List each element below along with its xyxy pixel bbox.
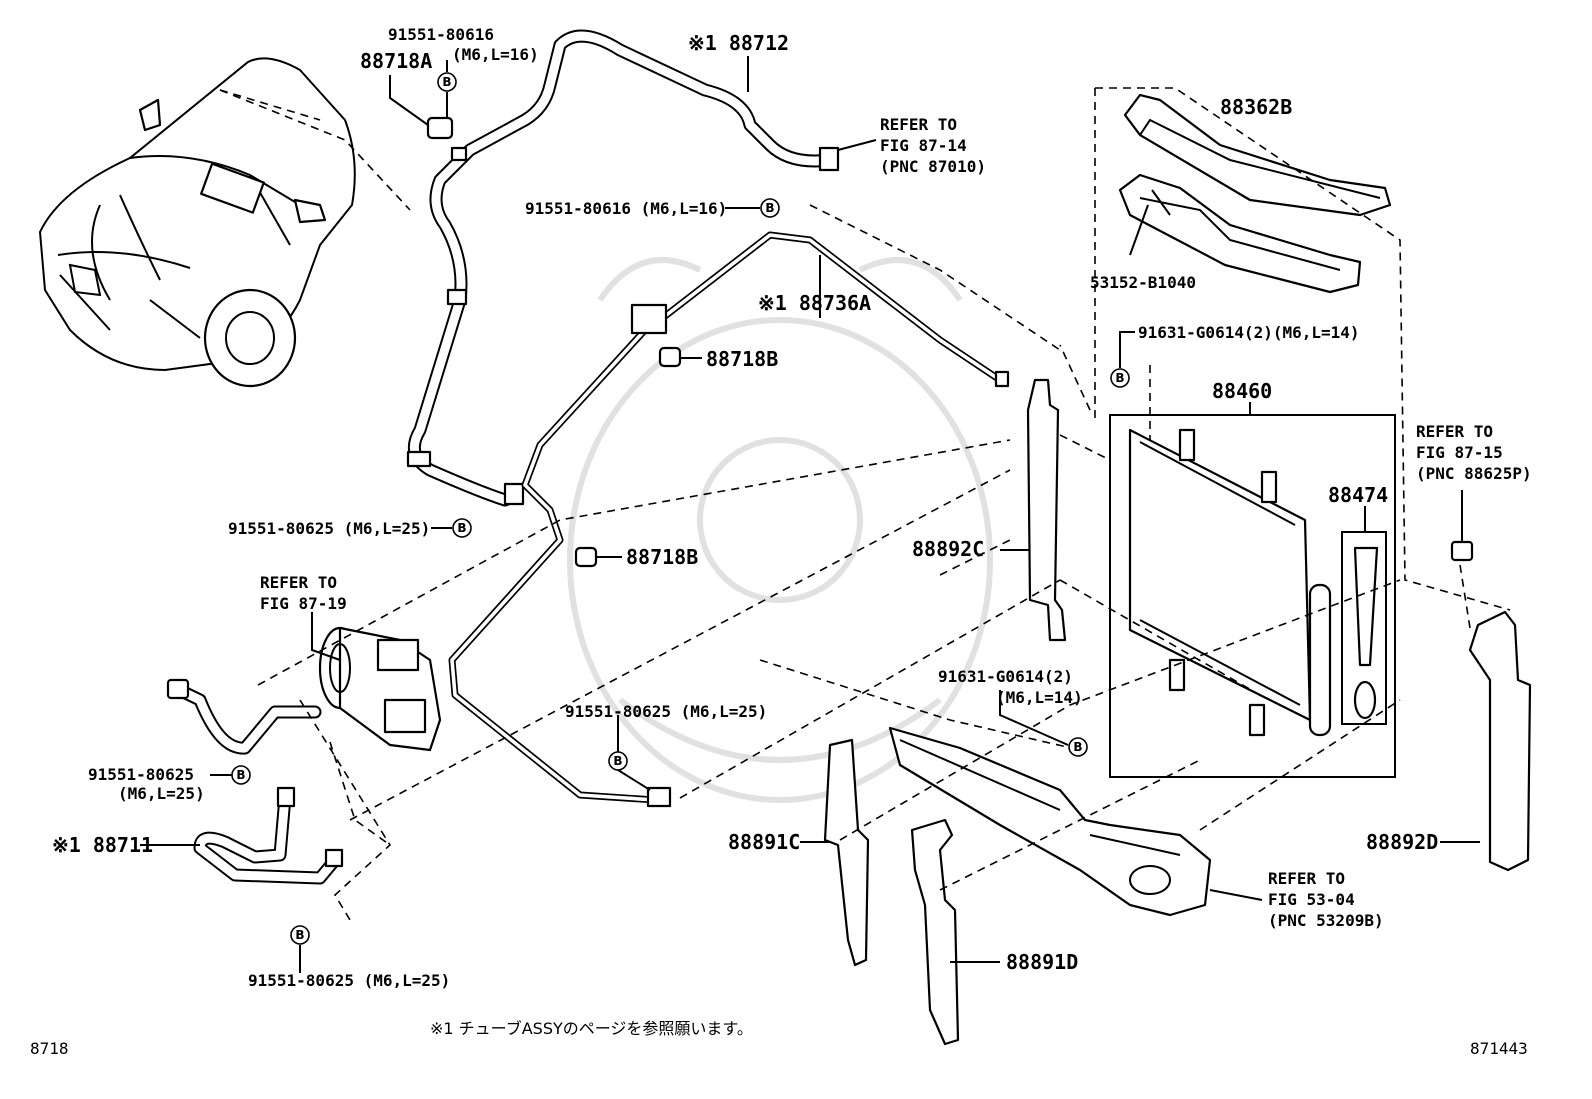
- discharge-hose-88712: [406, 29, 840, 507]
- label-88712: ※1 88712: [688, 31, 789, 55]
- label-ref-87-14-line3: (PNC 87010): [880, 157, 986, 176]
- label-88362B: 88362B: [1220, 95, 1292, 119]
- label-88718B-upper: 88718B: [706, 347, 778, 371]
- label-88891C: 88891C: [728, 830, 800, 854]
- label-53152-B1040: 53152-B1040: [1090, 273, 1196, 292]
- label-bolt-91631-G0614-mid: 91631-G0614(2): [938, 667, 1073, 686]
- svg-text:B: B: [442, 75, 451, 89]
- label-bolt-91551-80616-top: 91551-80616: [388, 25, 494, 44]
- svg-text:B: B: [295, 928, 304, 942]
- label-ref-53-04-line3: (PNC 53209B): [1268, 911, 1384, 930]
- bolt-marker-1: B: [437, 72, 457, 92]
- bracket-ref-87-15: [1450, 540, 1474, 562]
- leader-lines: [140, 56, 1480, 973]
- label-ref-87-15-line3: (PNC 88625P): [1416, 464, 1532, 483]
- seal-88892D: [1468, 610, 1532, 872]
- label-88474: 88474: [1328, 483, 1388, 507]
- label-bolt-91551-80625-bottom: 91551-80625 (M6,L=25): [248, 971, 450, 990]
- condenser-88460: [1109, 414, 1396, 778]
- label-ref-87-19-line2: FIG 87-19: [260, 594, 347, 613]
- bolt-marker-4: B: [608, 751, 628, 771]
- dryer-88474: [1341, 531, 1387, 725]
- svg-text:B: B: [236, 768, 245, 782]
- svg-text:B: B: [765, 201, 774, 215]
- label-88711: ※1 88711: [52, 833, 153, 857]
- compressor: [318, 626, 442, 752]
- clip-88718A: [426, 116, 454, 140]
- radiator-support-lower: [888, 726, 1212, 917]
- seal-88891D: [910, 818, 960, 1046]
- cowl-panel-88362B: [1123, 93, 1392, 217]
- svg-text:B: B: [457, 521, 466, 535]
- watermark-emblem: [567, 257, 993, 803]
- label-ref-53-04-line1: REFER TO: [1268, 869, 1345, 888]
- label-bolt-91631-G0614-top: 91631-G0614(2)(M6,L=14): [1138, 323, 1360, 342]
- bolt-marker-3: B: [452, 518, 472, 538]
- seal-88891C: [823, 738, 870, 967]
- label-ref-87-14-line1: REFER TO: [880, 115, 957, 134]
- clip-88718B-lower: [574, 546, 598, 568]
- clip-88718B-upper: [658, 346, 682, 368]
- label-88718A: 88718A: [360, 49, 432, 73]
- label-ref-87-15-line2: FIG 87-15: [1416, 443, 1503, 462]
- vehicle-illustration: [38, 57, 411, 388]
- label-bolt-spec-left: (M6,L=25): [118, 784, 205, 803]
- label-88736A: ※1 88736A: [758, 291, 871, 315]
- suction-hose-88711: [166, 678, 344, 885]
- bolt-marker-6: B: [290, 925, 310, 945]
- label-ref-87-15-line1: REFER TO: [1416, 422, 1493, 441]
- label-bolt-91551-80616-mid: 91551-80616 (M6,L=16): [525, 199, 727, 218]
- label-bolt-91551-80625-left: 91551-80625: [88, 765, 194, 784]
- illustration-code: 871443: [1470, 1039, 1528, 1058]
- liquid-pipe-88736A: [448, 231, 1010, 808]
- label-bolt-91551-80625-mid: 91551-80625 (M6,L=25): [228, 519, 430, 538]
- label-bolt-spec-mid: (M6,L=14): [996, 688, 1083, 707]
- svg-text:B: B: [1073, 740, 1082, 754]
- label-ref-87-19-line1: REFER TO: [260, 573, 337, 592]
- bolt-marker-8: B: [1068, 737, 1088, 757]
- figure-code: 8718: [30, 1039, 69, 1058]
- seal-88892C: [1026, 378, 1067, 642]
- bolt-marker-2: B: [760, 198, 780, 218]
- label-88460: 88460: [1212, 379, 1272, 403]
- label-88718B-lower: 88718B: [626, 545, 698, 569]
- bolt-marker-7: B: [1110, 368, 1130, 388]
- guide-lines: [219, 87, 1511, 921]
- label-ref-53-04-line2: FIG 53-04: [1268, 890, 1355, 909]
- label-88891D: 88891D: [1006, 950, 1078, 974]
- label-88892C: 88892C: [912, 537, 984, 561]
- svg-text:B: B: [613, 754, 622, 768]
- svg-text:B: B: [1115, 371, 1124, 385]
- label-ref-87-14-line2: FIG 87-14: [880, 136, 967, 155]
- bolt-marker-5: B: [231, 765, 251, 785]
- cowl-bracket-53152-B1040: [1118, 173, 1362, 294]
- label-bolt-spec-top: (M6,L=16): [452, 45, 539, 64]
- label-88892D: 88892D: [1366, 830, 1438, 854]
- footnote: ※1 チューブASSYのページを参照願います。: [430, 1019, 753, 1038]
- label-bolt-91551-80625-center: 91551-80625 (M6,L=25): [565, 702, 767, 721]
